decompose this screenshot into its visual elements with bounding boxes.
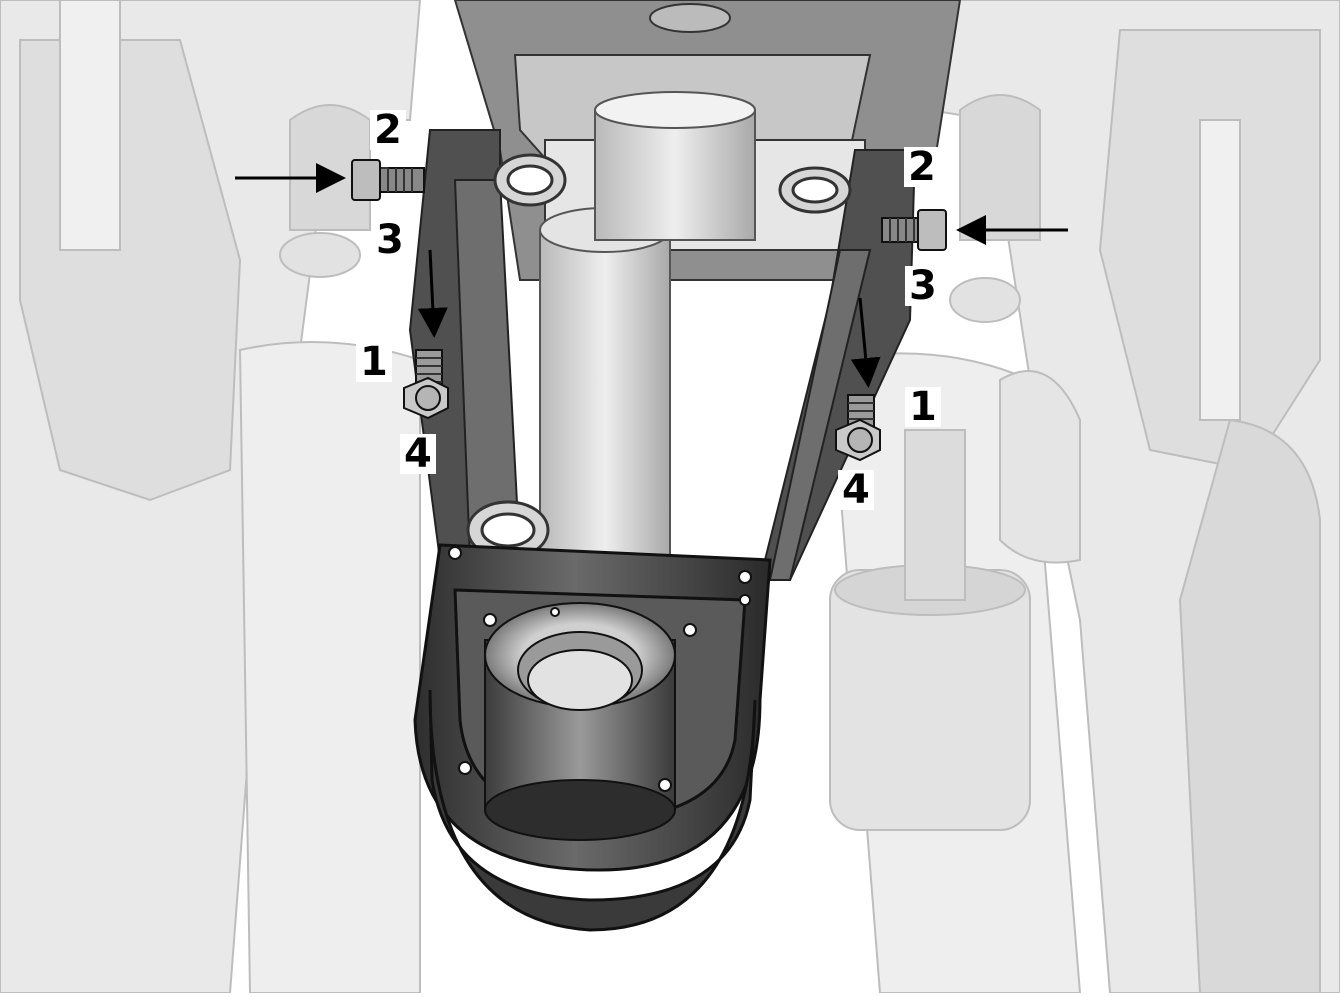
- adjuster-bolt-right: [881, 209, 947, 251]
- callout-label-left-3: 3: [372, 220, 408, 260]
- callout-label-right-1: 1: [905, 387, 941, 427]
- bearing-cylinder: [484, 602, 676, 841]
- callout-label-left-1: 1: [356, 342, 392, 382]
- pivot-rings: [466, 153, 852, 560]
- callout-label-left-2: 2: [370, 110, 406, 150]
- adjuster-bolt-left: [351, 159, 425, 201]
- callout-label-right-2: 2: [904, 147, 940, 187]
- arrow-right-down: [850, 297, 881, 388]
- housing-screw-holes: [448, 546, 752, 792]
- clamp-bolt-left: [403, 349, 449, 420]
- steering-column: [539, 91, 756, 561]
- direction-arrows: [235, 163, 1068, 388]
- clamp-bolt-right: [835, 394, 881, 462]
- callout-label-left-4: 4: [400, 434, 436, 474]
- arrow-left-down: [417, 249, 448, 338]
- callout-label-right-4: 4: [838, 470, 874, 510]
- callout-label-right-3: 3: [905, 266, 941, 306]
